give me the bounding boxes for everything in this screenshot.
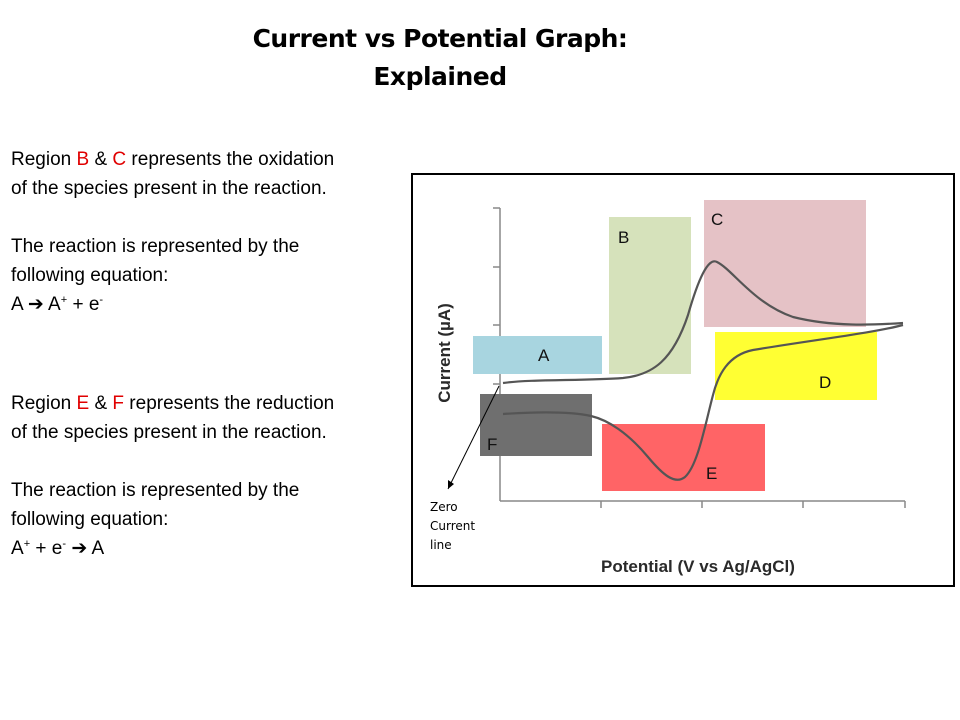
oxidation-suffix: represents the oxidation <box>126 149 335 170</box>
reduction-amp: & <box>89 393 113 414</box>
zero-label-line-3: line <box>430 538 452 552</box>
arrow-right-icon: ➔ <box>27 294 44 315</box>
oxidation-equation-block: The reaction is represented by the follo… <box>11 232 299 319</box>
eq-reactant: A <box>11 538 24 559</box>
oxidation-eq-intro-2: following equation: <box>11 265 169 286</box>
eq-electron-charge: - <box>62 538 67 550</box>
reduction-line-1: Region E & F represents the reduction <box>11 389 334 418</box>
region-c-ref: C <box>112 149 127 170</box>
region-b-ref: B <box>76 149 90 170</box>
oxidation-line-2: of the species present in the reaction. <box>11 178 327 199</box>
title-line-1: Current vs Potential Graph: <box>252 24 628 53</box>
region-d-label: D <box>819 373 831 392</box>
reduction-prefix: Region <box>11 393 77 414</box>
oxidation-description: Region B & C represents the oxidation of… <box>11 145 334 203</box>
region-e-box <box>602 424 765 491</box>
arrow-right-icon: ➔ <box>71 538 88 559</box>
oxidation-line-1: Region B & C represents the oxidation <box>11 145 334 174</box>
oxidation-curve <box>502 260 904 385</box>
eq-product: A <box>43 294 61 315</box>
y-axis-label: Current (µA) <box>435 303 454 403</box>
title-line-2: Explained <box>373 62 507 91</box>
reduction-description: Region E & F represents the reduction of… <box>11 389 334 447</box>
reduction-line-2: of the species present in the reaction. <box>11 422 327 443</box>
region-f-ref: F <box>112 393 125 414</box>
x-axis-label: Potential (V vs Ag/AgCl) <box>601 557 795 576</box>
zero-current-arrow <box>447 385 500 490</box>
region-c-box <box>704 200 866 327</box>
region-b-box <box>609 217 691 374</box>
reduction-suffix: represents the reduction <box>124 393 335 414</box>
region-e-ref: E <box>76 393 90 414</box>
reduction-eq-intro-2: following equation: <box>11 509 169 530</box>
region-a-box <box>473 336 602 374</box>
region-f-label: F <box>487 435 497 454</box>
reduction-equation-block: The reaction is represented by the follo… <box>11 476 299 563</box>
region-c-label: C <box>711 210 723 229</box>
eq-reactant: A <box>11 294 28 315</box>
eq-electron: + e <box>67 294 100 315</box>
oxidation-eq-intro-1: The reaction is represented by the <box>11 236 300 257</box>
eq-electron: + e <box>30 538 63 559</box>
eq-charge: + <box>60 294 68 306</box>
reduction-curve <box>502 323 904 481</box>
region-b-label: B <box>618 228 629 247</box>
arrow-head-icon <box>448 480 454 489</box>
eq-charge: + <box>23 538 31 550</box>
voltammogram-figure: A B C D E F Current (µA) Potential (V vs… <box>411 173 955 587</box>
voltammogram-svg: A B C D E F Current (µA) Potential (V vs… <box>430 200 906 576</box>
zero-label-line-1: Zero <box>430 500 458 514</box>
oxidation-prefix: Region <box>11 149 77 170</box>
page-title: Current vs Potential Graph: Explained <box>200 20 680 96</box>
region-f-box <box>480 394 592 456</box>
oxidation-equation: A ➔ A+ + e- <box>11 290 299 319</box>
eq-product: A <box>87 538 105 559</box>
oxidation-amp: & <box>89 149 113 170</box>
reduction-eq-intro-1: The reaction is represented by the <box>11 480 300 501</box>
region-a-label: A <box>538 346 550 365</box>
zero-label-line-2: Current <box>430 519 475 533</box>
eq-electron-charge: - <box>99 294 104 306</box>
region-e-label: E <box>706 464 717 483</box>
reduction-equation: A+ + e- ➔ A <box>11 534 299 563</box>
